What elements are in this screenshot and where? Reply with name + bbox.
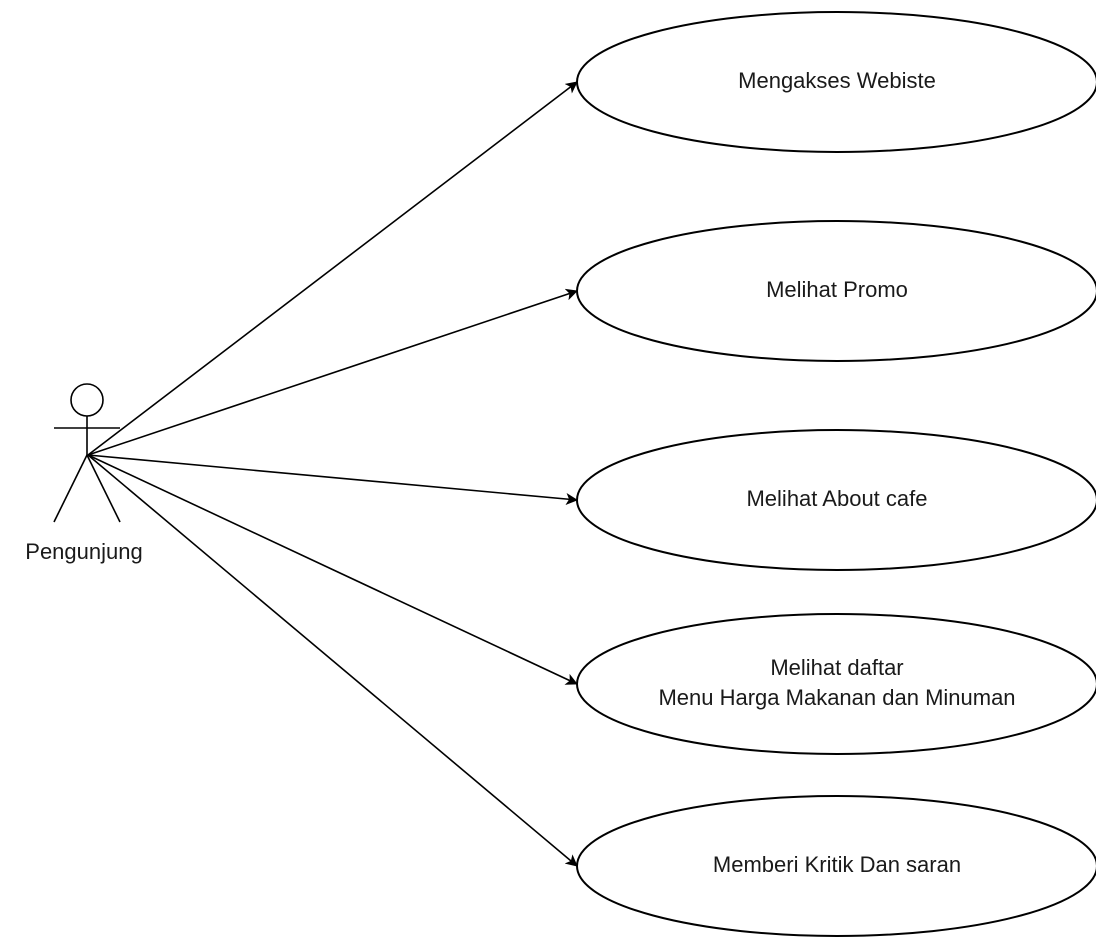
use-case-label: Melihat daftar [770,655,903,680]
use-case-label: Menu Harga Makanan dan Minuman [658,685,1015,710]
use-case-ellipse [576,429,1096,571]
use-case-label: Mengakses Webiste [738,68,936,93]
actor-label: Pengunjung [25,539,142,564]
actor-right-leg [86,454,121,523]
use-case-2[interactable]: Melihat Promo [576,220,1096,362]
use-case-label: Memberi Kritik Dan saran [713,852,961,877]
use-case-1[interactable]: Mengakses Webiste [576,11,1096,153]
actor-head [70,383,104,417]
association-line-2 [87,288,578,456]
use-case-ellipse [576,795,1096,937]
use-case-ellipse [576,220,1096,362]
use-case-5[interactable]: Memberi Kritik Dan saran [576,795,1096,937]
actor-pengunjung[interactable]: Pengunjung [25,383,143,564]
actor-left-leg [53,454,88,523]
use-case-label: Melihat Promo [766,277,908,302]
association-line-3 [87,454,578,505]
association-line-4 [87,454,578,685]
use-case-ellipse [576,11,1096,153]
use-case-3[interactable]: Melihat About cafe [576,429,1096,571]
use-case-ellipse [576,613,1096,755]
use-case-label: Melihat About cafe [746,486,927,511]
association-line-1 [87,81,578,456]
association-line-5 [87,454,578,867]
associations [87,81,578,867]
